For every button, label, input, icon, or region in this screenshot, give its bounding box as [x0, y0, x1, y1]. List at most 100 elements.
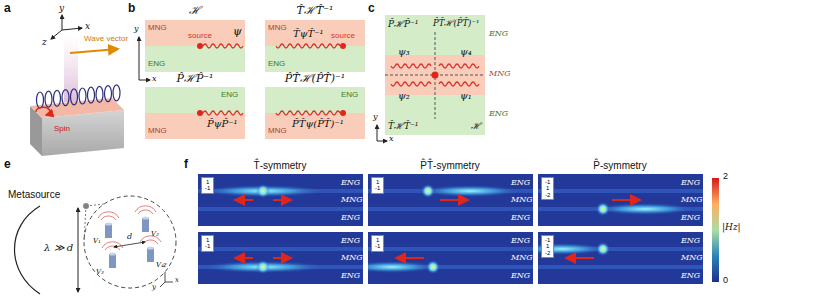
figure-label: Metasource	[8, 189, 60, 201]
matrix-entry: -1	[545, 237, 550, 243]
figure-label: ψ₂	[398, 90, 410, 102]
node-text: ENG	[148, 59, 165, 68]
figure-label: V₃	[96, 268, 104, 276]
node-text: source	[188, 31, 212, 40]
node-text: MNG	[341, 195, 363, 204]
figure-label: λ ≫ d	[44, 242, 73, 254]
figure-label: c	[368, 2, 375, 16]
node-text: MNG	[268, 126, 287, 135]
symmetry-panels	[139, 20, 365, 139]
hamiltonian-box: ℋsourceψMNGENG	[145, 20, 245, 72]
node-text: ENG	[341, 178, 360, 187]
field-maps	[198, 174, 719, 284]
figure-label: V₄	[156, 261, 164, 269]
field-map: ENGMNGENG1-1	[368, 174, 533, 226]
eng-band: ENG	[265, 46, 365, 72]
figure-label: z	[163, 261, 167, 269]
node-text: source	[331, 31, 355, 40]
matrix-inset: -11-2	[541, 235, 554, 258]
figure-label: ψ₃	[398, 46, 410, 58]
matrix-entry: -1	[205, 185, 210, 191]
figure-label: y	[59, 3, 64, 13]
node-text: MNG	[681, 195, 703, 204]
node-text: ℋ	[189, 5, 201, 18]
matrix-entry: -2	[545, 192, 550, 198]
node-text: MNG	[148, 23, 167, 32]
matrix-entry: 1	[546, 243, 549, 249]
matrix-entry: -1	[375, 243, 380, 249]
matrix-entry: -1	[205, 243, 210, 249]
matrix-entry: 1	[546, 185, 549, 191]
figure-label: ENG	[489, 109, 508, 118]
figure-label: ψ₁	[460, 90, 472, 102]
node-text: T̂ℋT̂⁻¹	[297, 5, 334, 18]
matrix-inset: 1-1	[201, 235, 214, 252]
node-text: P̂ℋP̂⁻¹	[176, 73, 213, 86]
figure-label: z	[42, 37, 47, 47]
node-text: T̂ℋT̂⁻¹	[388, 121, 418, 131]
node-text: ℋ	[471, 121, 481, 131]
node-text: ENG	[681, 236, 700, 245]
figure-label: a	[4, 2, 11, 16]
node-text: ENG	[221, 90, 238, 99]
figure-label: P̂T̂-symmetry	[420, 160, 479, 172]
figure-label: 2	[723, 171, 728, 181]
eng-band: ENG	[145, 87, 245, 113]
figure-label: T̂-symmetry	[254, 160, 307, 172]
field-map: ENGMNGENG1-1	[368, 232, 533, 284]
quadrant-illustration	[377, 15, 485, 141]
node-text: MNG	[148, 126, 167, 135]
node-text: P̂ℋP̂⁻¹	[388, 19, 418, 29]
field-map: ENGMNGENG1-1	[198, 232, 363, 284]
matrix-entry: 1	[206, 179, 209, 185]
figure-label: y	[134, 24, 139, 33]
node-text: ENG	[268, 59, 285, 68]
matrix-entry: -2	[545, 250, 550, 256]
figure-label: x	[175, 276, 179, 284]
node-text: MNG	[681, 253, 703, 262]
node-text: ENG	[511, 178, 530, 187]
hamiltonian-box: P̂T̂ℋ(P̂T̂)⁻¹P̂T̂ψ(P̂T̂)⁻¹ENGMNG	[265, 87, 365, 139]
node-text: MNG	[268, 23, 287, 32]
matrix-inset: 1-1	[371, 177, 384, 194]
node-text: ENG	[341, 213, 360, 222]
figure-label: f	[184, 158, 188, 172]
figure-label: y	[152, 283, 156, 291]
node-text: ψ	[233, 26, 242, 39]
figure-label: V₂	[151, 230, 159, 238]
quadrant-box: P̂ℋP̂⁻¹ P̂T̂ℋ(P̂T̂)⁻¹ T̂ℋT̂⁻¹ ℋ	[385, 15, 485, 135]
eng-band: ENG	[145, 46, 245, 72]
figure-label: x	[389, 134, 394, 143]
figure-label: x	[152, 74, 157, 83]
figure-label: e	[4, 158, 11, 172]
node-text: ENG	[511, 271, 530, 280]
field-map: ENG MNG ENG -11-2	[538, 232, 703, 284]
figure-label: b	[128, 2, 135, 16]
node-text: MNG	[511, 195, 533, 204]
matrix-inset: -11-2	[541, 177, 554, 200]
node-text: ENG	[681, 213, 700, 222]
node-text: ENG	[681, 271, 700, 280]
figure-label: Spin	[54, 124, 70, 133]
node-text: P̂ψP̂⁻¹	[207, 118, 238, 130]
field-map: ENGMNGENG-11-2	[538, 174, 703, 226]
matrix-entry: -1	[375, 185, 380, 191]
node-text: P̂T̂ℋ(P̂T̂)⁻¹	[433, 19, 479, 29]
figure-label: P̂-symmetry	[593, 160, 646, 172]
figure-label: Wave vector	[84, 34, 128, 43]
figure-label: y	[373, 112, 378, 121]
metasource-illustration	[15, 196, 177, 294]
node-text: MNG	[511, 253, 533, 262]
figure-label: |Hz|	[722, 222, 741, 232]
matrix-entry: 1	[206, 237, 209, 243]
matrix-inset: 1-1	[201, 177, 214, 194]
figure-label: 0	[723, 275, 728, 285]
figure-label: ψ₄	[460, 46, 472, 58]
hamiltonian-box: P̂ℋP̂⁻¹P̂ψP̂⁻¹ENGMNG	[145, 87, 245, 139]
hamiltonian-box: T̂ℋT̂⁻¹sourceT̂ψT̂⁻¹MNGENG	[265, 20, 365, 72]
eng-band: ENG	[265, 87, 365, 113]
node-text: P̂T̂ψ(P̂T̂)⁻¹	[292, 118, 344, 130]
node-text: ENG	[341, 271, 360, 280]
field-map: ENG MNG ENG 1-1	[198, 174, 363, 226]
